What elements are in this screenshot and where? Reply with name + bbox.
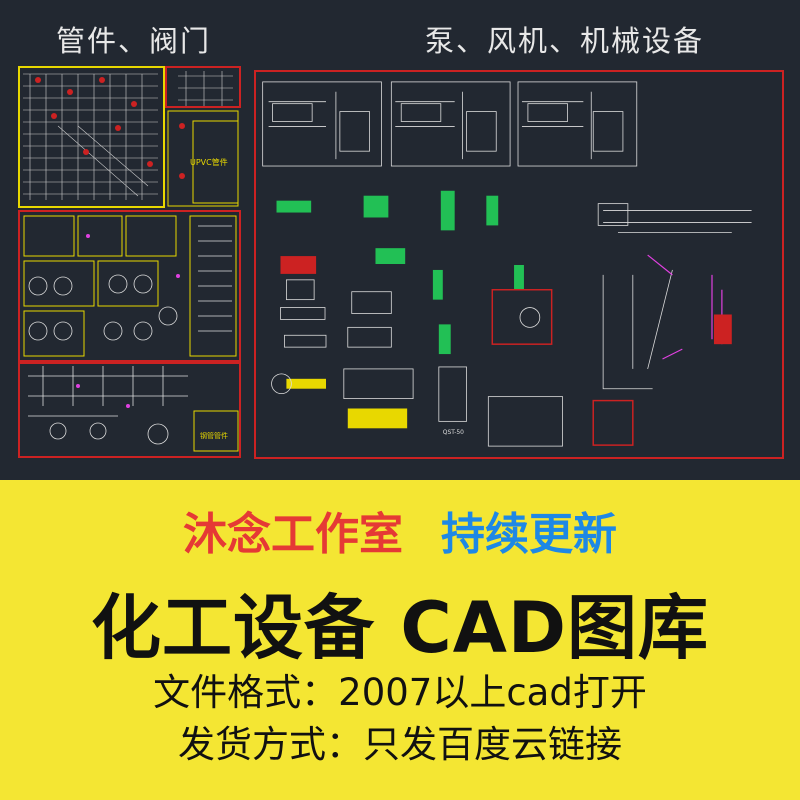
qst-50-label: QST-50 — [443, 429, 464, 436]
updates-text: 持续更新 — [441, 509, 617, 560]
studio-line: 沐念工作室持续更新 — [0, 498, 800, 562]
delivery-method-line: 发货方式：只发百度云链接 — [178, 723, 622, 766]
cad-preview-area: 管件、阀门 泵、风机、机械设备 UPVC管件 钢管管件 — [0, 0, 800, 480]
promo-banner — [0, 480, 800, 800]
headline: 化工设备 CAD图库 — [90, 587, 710, 669]
section-title-pumps-fans-machinery: 泵、风机、机械设备 — [425, 24, 705, 58]
fittings-valves-drawing-sheet: UPVC管件 钢管管件 — [18, 66, 241, 458]
steel-fittings-label: 钢管管件 — [200, 431, 228, 440]
studio-name: 沐念工作室 — [183, 509, 403, 560]
pumps-machinery-drawing-sheet: QST-50 — [254, 70, 784, 459]
section-title-fittings-valves: 管件、阀门 — [56, 24, 212, 58]
upvc-fittings-label: UPVC管件 — [190, 157, 228, 167]
file-format-line: 文件格式：2007以上cad打开 — [153, 671, 647, 714]
